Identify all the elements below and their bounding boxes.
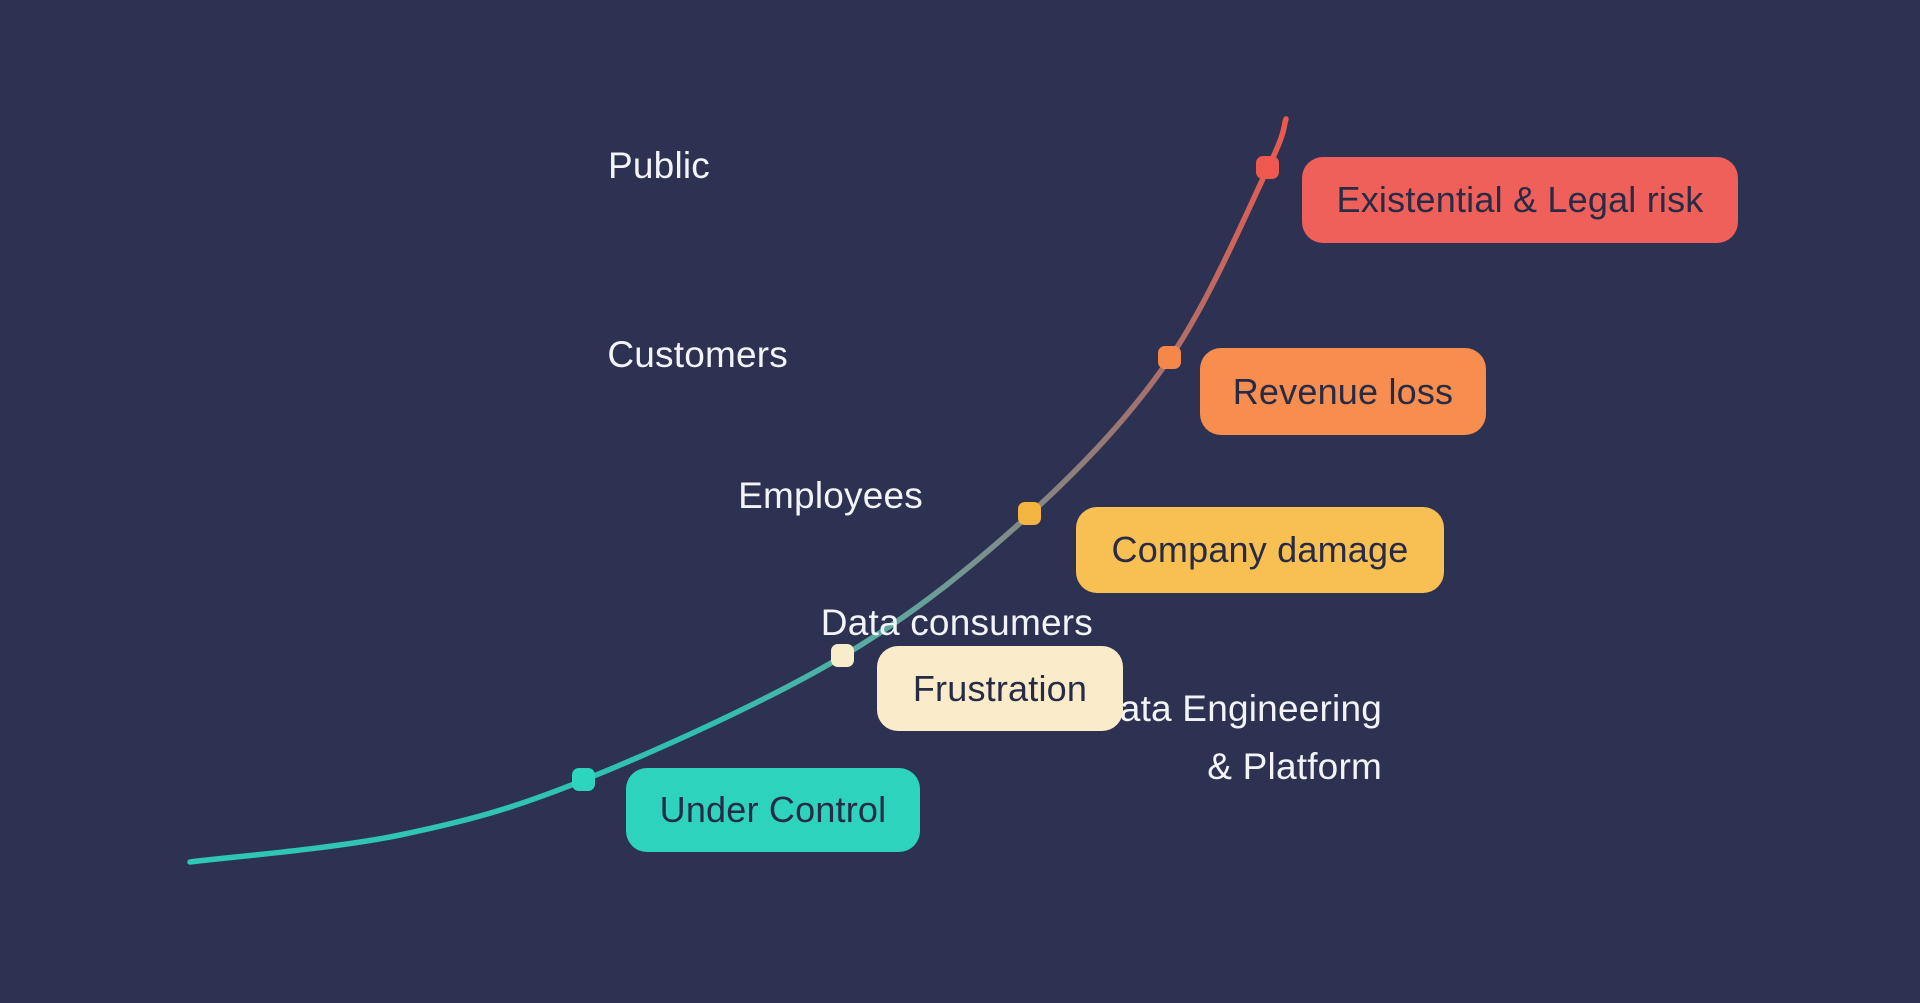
- impact-badge-label: Frustration: [912, 667, 1088, 709]
- impact-badge-data-engineering-platform: Under Control: [626, 768, 920, 852]
- impact-badge-label: Under Control: [659, 789, 887, 830]
- impact-badge-employees: Company damage: [1076, 507, 1444, 593]
- stakeholder-label-data-consumers: Data consumers: [821, 594, 1093, 652]
- stakeholder-label-line: Employees: [738, 475, 923, 516]
- curve-point-employees: [1018, 502, 1041, 525]
- curve-point-customers: [1158, 346, 1181, 369]
- curve-point-data-engineering-platform: [572, 768, 595, 791]
- impact-badge-customers: Revenue loss: [1200, 348, 1486, 435]
- stakeholder-label-line: Public: [608, 145, 710, 186]
- impact-badge-label: Existential & Legal risk: [1336, 179, 1704, 220]
- curve-point-public: [1256, 156, 1279, 179]
- stakeholder-label-public: Public: [608, 137, 710, 195]
- impact-badge-label: Company damage: [1111, 529, 1409, 570]
- risk-curve-path: [187, 116, 1289, 865]
- stakeholder-label-line: Customers: [607, 334, 788, 375]
- stakeholder-label-line: Data consumers: [820, 602, 1093, 643]
- stakeholder-label-customers: Customers: [607, 326, 788, 384]
- curve-point-data-consumers: [831, 644, 854, 667]
- stakeholder-label-line: Data Engineering: [1092, 688, 1382, 729]
- impact-badge-public: Existential & Legal risk: [1302, 157, 1738, 243]
- stakeholder-label-employees: Employees: [738, 467, 923, 525]
- impact-badge-data-consumers: Frustration: [877, 646, 1123, 731]
- impact-badge-label: Revenue loss: [1232, 370, 1454, 412]
- stakeholder-label-data-engineering-platform: Data Engineering & Platform: [1093, 680, 1382, 796]
- stakeholder-label-line: & Platform: [1207, 746, 1382, 787]
